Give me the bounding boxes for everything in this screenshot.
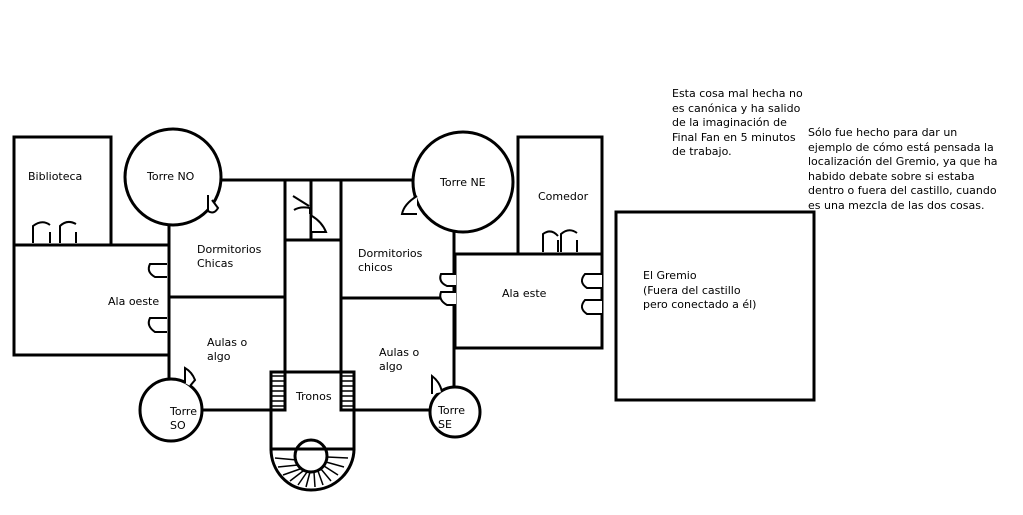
door-ala-oeste-top [147, 263, 167, 278]
room-gremio-outline [614, 210, 816, 402]
door-aulas-este [439, 291, 456, 306]
label-torre-no: Torre NO [147, 170, 195, 183]
tower-ne-circle [411, 130, 515, 234]
label-biblioteca: Biblioteca [28, 170, 83, 183]
door-dorm-chicos [439, 273, 456, 287]
stairs-east [340, 372, 355, 410]
stairs-west [270, 372, 286, 410]
label-comedor: Comedor [538, 190, 589, 203]
door-top-corridor [292, 195, 328, 233]
label-ala-oeste: Ala oeste [108, 295, 160, 308]
label-tronos: Tronos [296, 390, 332, 403]
door-comedor [542, 229, 578, 252]
door-biblioteca [32, 220, 77, 243]
spiral-staircase [269, 438, 356, 492]
door-torre-so [184, 366, 197, 387]
door-torre-ne [400, 195, 418, 215]
door-gremio [581, 273, 602, 315]
room-tronos-outline [269, 370, 356, 451]
note-explanation: Sólo fue hecho para dar un ejemplo de có… [808, 126, 998, 212]
door-torre-no [207, 195, 220, 214]
tower-no-circle [123, 127, 223, 227]
label-torre-ne: Torre NE [440, 176, 486, 189]
door-ala-oeste-bottom [147, 317, 167, 333]
tower-se-circle [428, 385, 482, 439]
note-disclaimer: Esta cosa mal hecha no es canónica y ha … [672, 87, 803, 158]
label-ala-este: Ala este [502, 287, 547, 300]
central-corridor-outline [283, 238, 343, 374]
tower-so-circle [138, 377, 204, 443]
door-torre-se [431, 373, 443, 394]
room-ala-este-outline [453, 252, 604, 350]
